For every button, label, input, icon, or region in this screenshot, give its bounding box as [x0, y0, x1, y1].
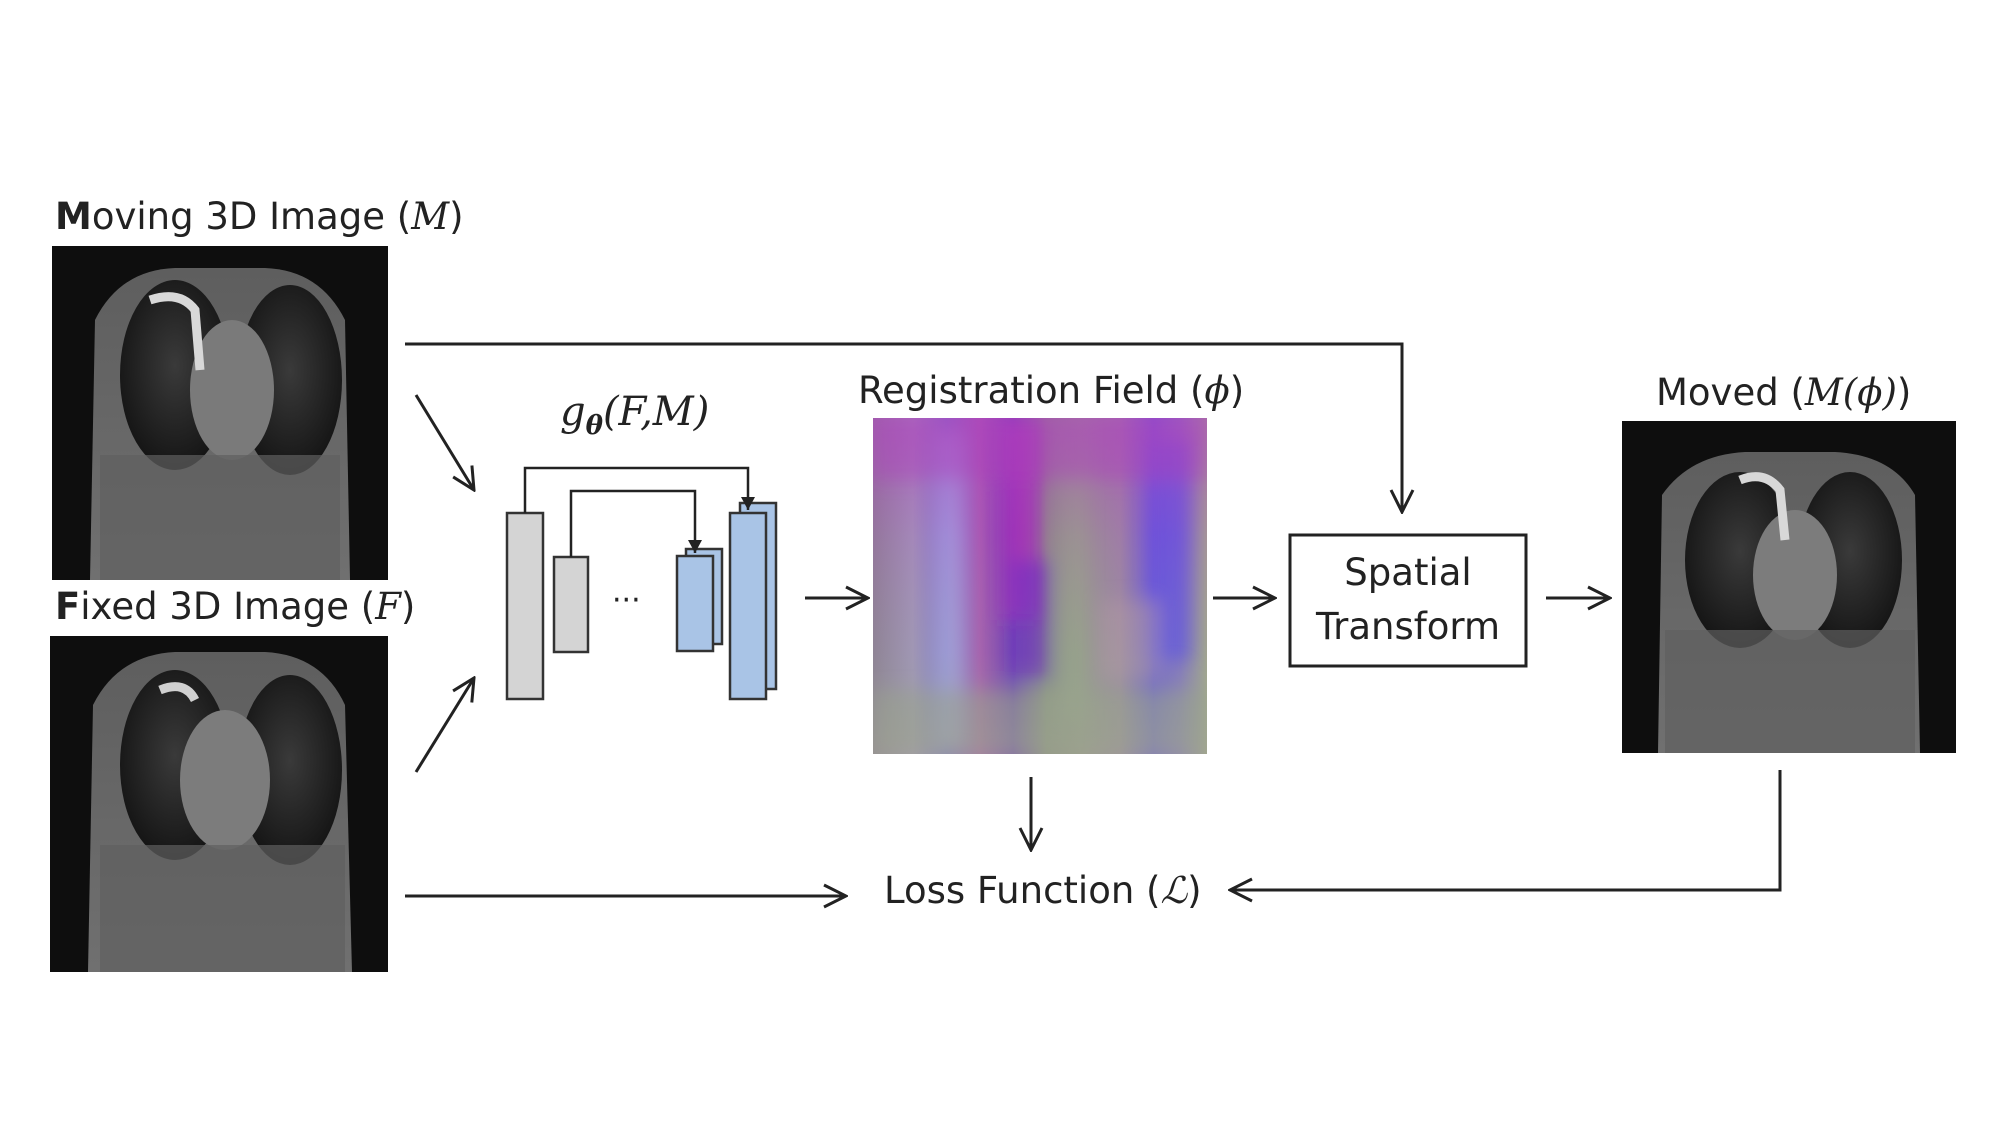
encoder-block-2: [552, 555, 590, 654]
ellipsis-text: ···: [612, 583, 641, 618]
moving-label-close: ): [449, 195, 464, 238]
spatial-transform-label: Spatial Transform: [1290, 546, 1526, 654]
moved-label-close: ): [1896, 371, 1912, 414]
decoder-block-small: [675, 554, 715, 653]
fixed-label-initial: F: [55, 585, 81, 628]
fixed-image: [50, 636, 388, 972]
loss-function-label: Loss Function (ℒ): [884, 872, 1202, 909]
arrow-fixed-to-network: [414, 678, 474, 773]
moving-image-label: Moving 3D Image (M): [55, 198, 464, 235]
moving-label-var: M: [411, 195, 450, 238]
moving-image: [52, 246, 388, 580]
loss-label-text: Loss Function (: [884, 869, 1161, 912]
spatial-transform-box: [1288, 533, 1528, 668]
spatial-label-line2: Transform: [1315, 605, 1501, 648]
network-label: gθ(F,M): [560, 392, 709, 439]
registration-label-close: ): [1229, 369, 1245, 412]
moved-label-text: Moved (: [1656, 371, 1805, 414]
network-ellipsis: ···: [612, 586, 641, 616]
moved-image-label: Moved (M(ϕ)): [1656, 374, 1911, 411]
arrow-moved-to-loss: [1230, 770, 1782, 890]
network-label-args: (F,M): [602, 389, 710, 435]
fixed-image-label: Fixed 3D Image (F): [55, 588, 415, 625]
skip-connection-inner: [569, 489, 702, 557]
spatial-label-line1: Spatial: [1344, 551, 1472, 594]
arrow-moving-to-spatial: [405, 342, 1402, 512]
registration-field-image: [873, 418, 1207, 754]
moving-label-text: oving 3D Image (: [91, 195, 412, 238]
network-label-theta: θ: [585, 411, 603, 441]
network-label-g: g: [560, 389, 586, 435]
moving-label-initial: M: [55, 195, 92, 238]
skip-connection-outer: [523, 466, 755, 513]
fixed-label-close: ): [400, 585, 416, 628]
moved-label-var: M(ϕ): [1804, 371, 1897, 414]
fixed-label-text: ixed 3D Image (: [80, 585, 376, 628]
decoder-block-large: [728, 511, 768, 701]
registration-label-var: ϕ: [1204, 369, 1230, 412]
fixed-label-var: F: [375, 585, 401, 628]
registration-label-text: Registration Field (: [858, 369, 1205, 412]
loss-label-var: ℒ: [1160, 869, 1188, 912]
network-blocks: [505, 466, 778, 701]
loss-label-close: ): [1187, 869, 1202, 912]
registration-field-label: Registration Field (ϕ): [858, 372, 1244, 409]
encoder-block-1: [505, 511, 545, 701]
moved-image: [1622, 421, 1956, 753]
arrow-moving-to-network: [414, 394, 474, 490]
arrows: [405, 342, 1782, 896]
